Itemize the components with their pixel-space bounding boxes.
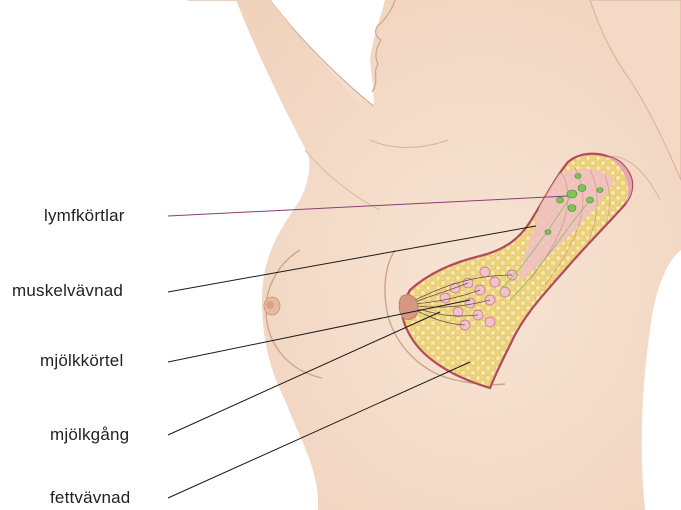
label-muscle-tissue: muskelvävnad bbox=[12, 281, 123, 301]
label-fat-tissue: fettvävnad bbox=[50, 488, 130, 508]
label-milk-duct: mjölkgång bbox=[50, 425, 129, 445]
label-milk-gland: mjölkkörtel bbox=[40, 351, 123, 371]
label-lymph-nodes: lymfkörtlar bbox=[44, 206, 125, 226]
body-silhouette bbox=[188, 0, 681, 510]
